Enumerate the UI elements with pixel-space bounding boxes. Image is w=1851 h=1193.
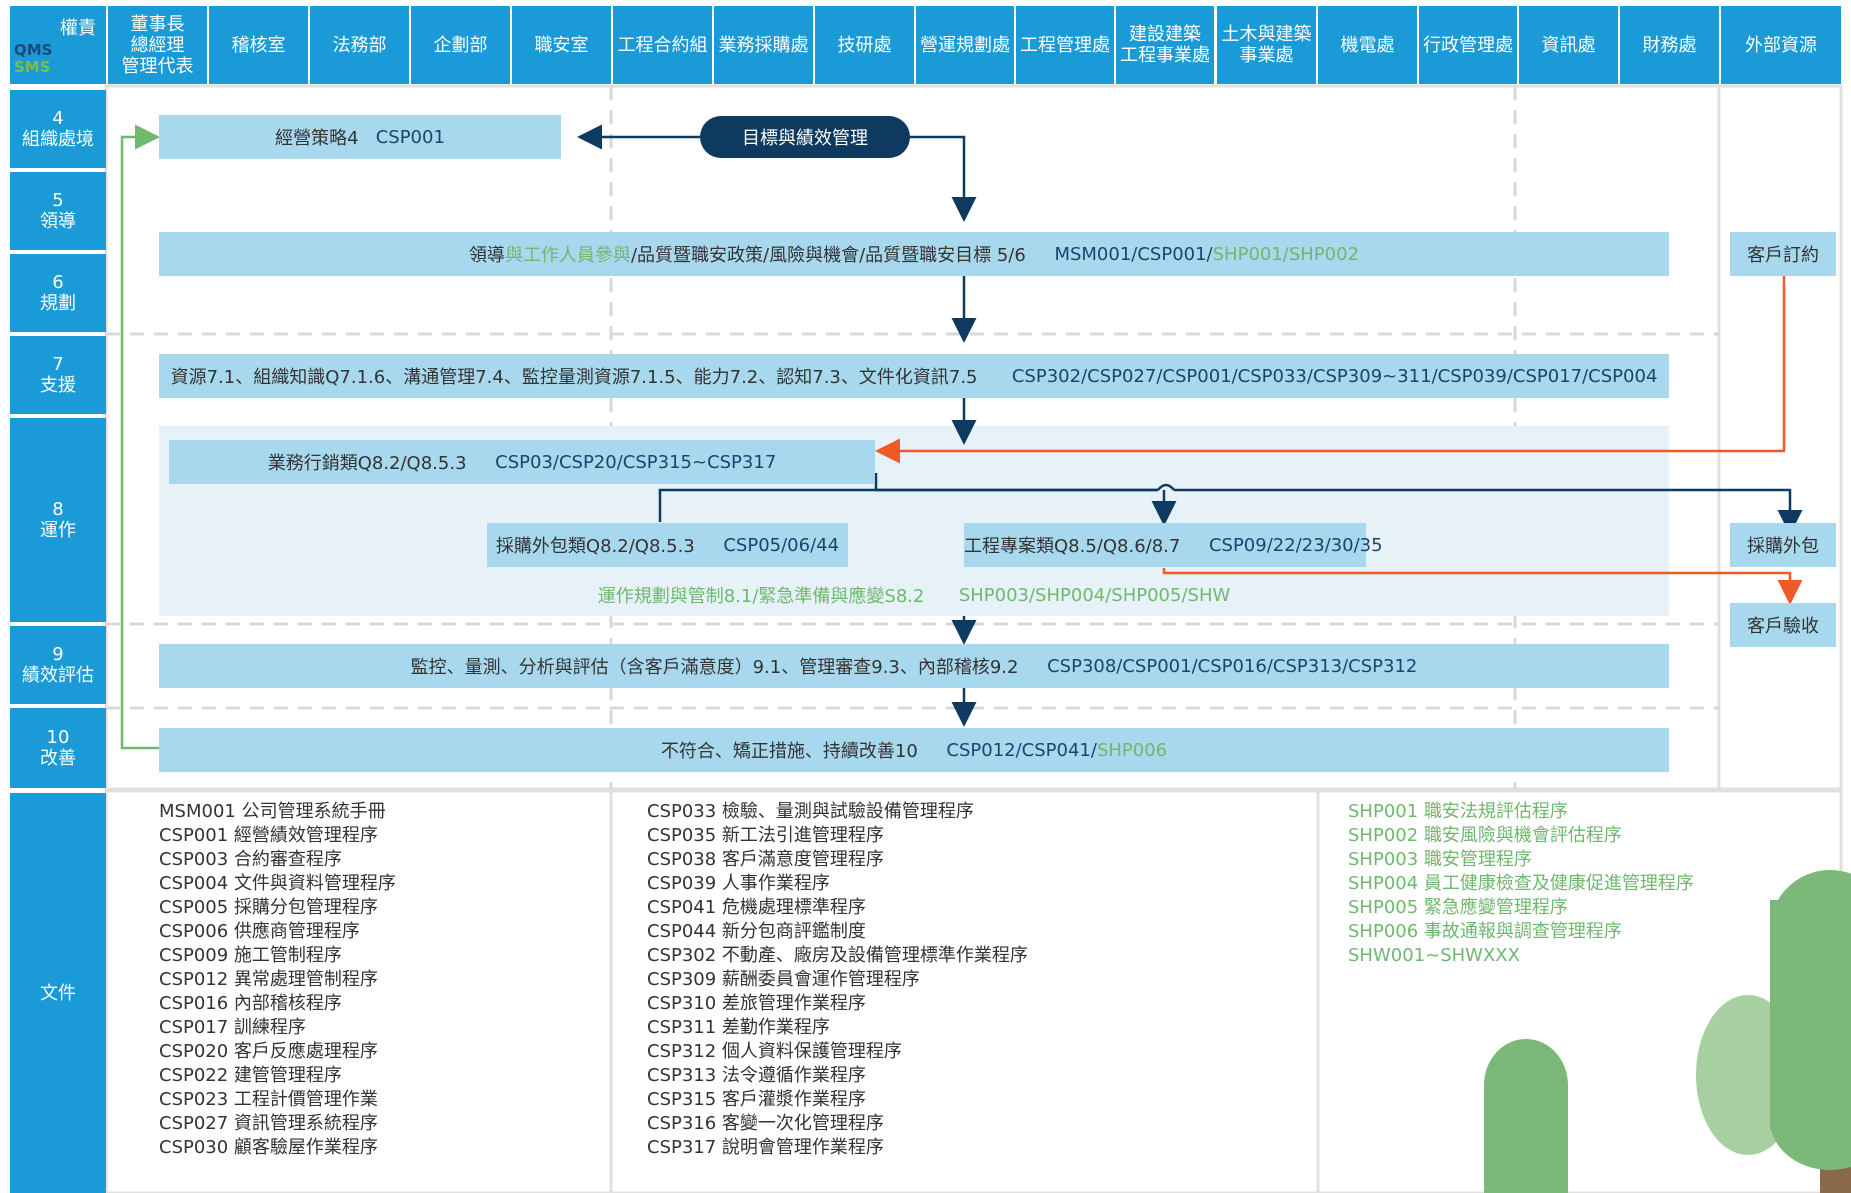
row-number: 9 [52,644,64,665]
document-item: CSP044 新分包商評鑑制度 [647,921,866,942]
row-label: 績效評估 [22,665,94,686]
goal-performance-pill: 目標與績效管理 [700,116,910,158]
customer-acceptance-box: 客戶驗收 [1730,603,1836,647]
department-header: 資訊處 [1519,6,1618,84]
department-header: 法務部 [310,6,409,84]
responsibility-label: 權責 [60,18,96,39]
row-number: 6 [52,272,64,293]
row-label: 支援 [40,375,76,396]
document-item: SHP003 職安管理程序 [1348,849,1532,870]
document-item: CSP030 顧客驗屋作業程序 [159,1137,378,1158]
document-item: CSP006 供應商管理程序 [159,921,360,942]
document-item: CSP012 異常處理管制程序 [159,969,378,990]
sales-box: 業務行銷類Q8.2/Q8.5.3 CSP03/CSP20/CSP315~CSP3… [169,440,875,484]
document-item: CSP309 薪酬委員會運作管理程序 [647,969,920,990]
document-item: CSP020 客戶反應處理程序 [159,1041,378,1062]
document-item: CSP016 內部稽核程序 [159,993,342,1014]
document-item: SHP002 職安風險與機會評估程序 [1348,825,1622,846]
document-item: SHP006 事故通報與調查管理程序 [1348,921,1622,942]
documents-column-2: CSP033 檢驗、量測與試驗設備管理程序 CSP035 新工法引進管理程序 CSP… [647,800,1028,1160]
document-item: CSP004 文件與資料管理程序 [159,873,396,894]
tree-decoration [1484,870,1851,1193]
document-item: SHW001~SHWXXX [1348,945,1520,966]
department-header: 企劃部 [411,6,510,84]
documents-column-1: MSM001 公司管理系統手冊 CSP001 經營績效管理程序 CSP003 合約審… [159,800,396,1160]
department-header: 業務採購處 [714,6,813,84]
row-label: 文件 [40,982,76,1004]
strategy-box: 經營策略4 CSP001 [159,115,561,159]
department-header: 董事長 總經理 管理代表 [108,6,207,84]
documents-column-3: SHP001 職安法規評估程序 SHP002 職安風險與機會評估程序 SHP003 … [1348,800,1694,968]
department-header: 職安室 [512,6,611,84]
document-item: CSP315 客戶灌漿作業程序 [647,1089,866,1110]
department-header: 工程合約組 [613,6,712,84]
improvement-box: 不符合、矯正措施、持續改善10 CSP012/CSP041/SHP006 [159,728,1669,772]
row-number: 4 [52,108,64,129]
department-header: 工程管理處 [1016,6,1114,84]
row-number: 7 [52,354,64,375]
row-label: 改善 [40,748,76,769]
row-header: 文件 [10,793,106,1193]
project-box: 工程專案類Q8.5/Q8.6/8.7 CSP09/22/23/30/35 [964,523,1383,567]
row-label: 規劃 [40,293,76,314]
document-item: CSP311 差勤作業程序 [647,1017,830,1038]
document-item: CSP017 訓練程序 [159,1017,306,1038]
document-item: CSP039 人事作業程序 [647,873,830,894]
document-item: MSM001 公司管理系統手冊 [159,801,386,822]
document-item: CSP310 差旅管理作業程序 [647,993,866,1014]
sms-label: SMS [14,58,51,76]
row-number: 8 [52,499,64,520]
support-box: 資源7.1、組織知識Q7.1.6、溝通管理7.4、監控量測資源7.1.5、能力7… [159,354,1669,398]
document-item: CSP316 客變一次化管理程序 [647,1113,884,1134]
leadership-box: 領導與工作人員參與/品質暨職安政策/風險與機會/品質暨職安目標 5/6 MSM0… [159,232,1669,276]
row-number: 5 [52,190,64,211]
document-item: CSP041 危機處理標準程序 [647,897,866,918]
department-header: 外部資源 [1721,6,1841,84]
customer-order-box: 客戶訂約 [1730,232,1836,276]
document-item: CSP009 施工管制程序 [159,945,342,966]
document-item: CSP003 合約審查程序 [159,849,342,870]
document-item: CSP022 建管管理程序 [159,1065,342,1086]
document-item: CSP312 個人資料保護管理程序 [647,1041,902,1062]
row-number: 10 [46,727,70,748]
document-item: CSP035 新工法引進管理程序 [647,825,884,846]
document-item: CSP005 採購分包管理程序 [159,897,378,918]
outsource-box: 採購外包 [1730,523,1836,567]
department-header: 稽核室 [209,6,308,84]
document-item: SHP005 緊急應變管理程序 [1348,897,1568,918]
purchase-box: 採購外包類Q8.2/Q8.5.3 CSP05/06/44 [487,523,848,567]
document-item: CSP038 客戶滿意度管理程序 [647,849,884,870]
document-item: CSP033 檢驗、量測與試驗設備管理程序 [647,801,974,822]
document-item: CSP317 說明會管理作業程序 [647,1137,884,1158]
document-item: SHP004 員工健康檢查及健康促進管理程序 [1348,873,1694,894]
document-item: CSP027 資訊管理系統程序 [159,1113,378,1134]
header-corner: 權責 QMS SMS [10,6,106,84]
document-item: CSP023 工程計價管理作業 [159,1089,378,1110]
row-label: 領導 [40,211,76,232]
document-item: SHP001 職安法規評估程序 [1348,801,1568,822]
performance-box: 監控、量測、分析與評估（含客戶滿意度）9.1、管理審查9.3、內部稽核9.2 C… [159,644,1669,688]
qms-label: QMS [14,41,53,59]
ops-planning-text: 運作規劃與管制8.1/緊急準備與應變S8.2 SHP003/SHP004/SHP… [597,584,1231,608]
row-label: 運作 [40,520,76,541]
department-header: 行政管理處 [1419,6,1517,84]
department-header: 建設建築 工程事業處 [1116,6,1214,84]
department-header: 土木與建築 事業處 [1217,6,1316,84]
department-header: 財務處 [1620,6,1719,84]
department-header: 技研處 [815,6,914,84]
department-header: 機電處 [1318,6,1417,84]
department-header: 營運規劃處 [916,6,1014,84]
document-item: CSP001 經營績效管理程序 [159,825,378,846]
document-item: CSP302 不動產、廠房及設備管理標準作業程序 [647,945,1028,966]
document-item: CSP313 法令遵循作業程序 [647,1065,866,1086]
row-label: 組織處境 [22,129,94,150]
